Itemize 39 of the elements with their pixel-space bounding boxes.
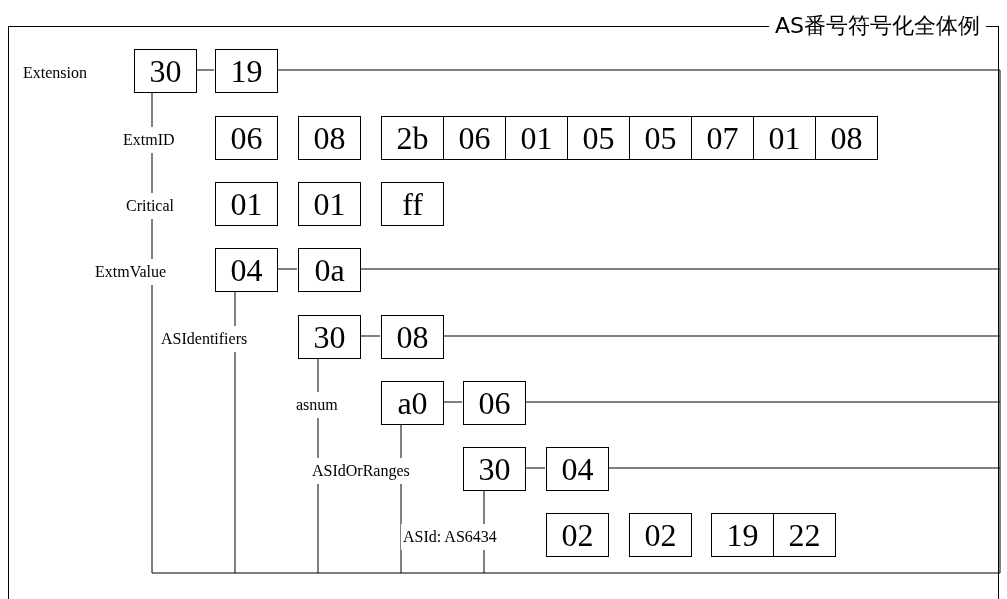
hex-byte-box: ff [381,182,444,226]
hex-byte-box: 02 [629,513,692,557]
hex-byte-box: 04 [215,248,278,292]
connector-line [195,69,215,71]
hex-byte-box: 30 [298,315,361,359]
hex-byte-box: 06 [215,116,278,160]
hex-byte-box: 0a [298,248,361,292]
field-name-label: ASIdentifiers [159,326,250,352]
hex-byte-box: 08 [298,116,361,160]
field-name-label: ExtmValue [93,259,169,285]
hex-byte-box: 02 [546,513,609,557]
hex-byte-box: 30 [134,49,197,93]
field-name-label: asnum [294,392,340,418]
connector-line [276,268,298,270]
hex-byte-box: 05 [567,116,630,160]
field-name-label: Critical [124,193,176,219]
hex-byte-box: 22 [773,513,836,557]
hex-byte-box: a0 [381,381,444,425]
hex-byte-box: 30 [463,447,526,491]
hex-byte-box: 01 [505,116,568,160]
hex-byte-box: 2b [381,116,444,160]
hex-byte-box: 19 [711,513,774,557]
connector-line [524,467,546,469]
hex-byte-box: 07 [691,116,754,160]
field-name-label: ExtmID [121,127,177,153]
hex-byte-box: 06 [463,381,526,425]
connector-line [442,401,463,403]
hex-byte-box: 08 [381,315,444,359]
hex-byte-box: 01 [753,116,816,160]
hex-byte-box: 05 [629,116,692,160]
field-name-label: ASId: AS6434 [401,524,499,550]
hex-byte-box: 08 [815,116,878,160]
connector-line [359,335,381,337]
field-name-label: ASIdOrRanges [310,458,412,484]
hex-byte-box: 06 [443,116,506,160]
hex-byte-box: 01 [298,182,361,226]
hex-byte-box: 04 [546,447,609,491]
hex-byte-box: 01 [215,182,278,226]
hex-byte-box: 19 [215,49,278,93]
